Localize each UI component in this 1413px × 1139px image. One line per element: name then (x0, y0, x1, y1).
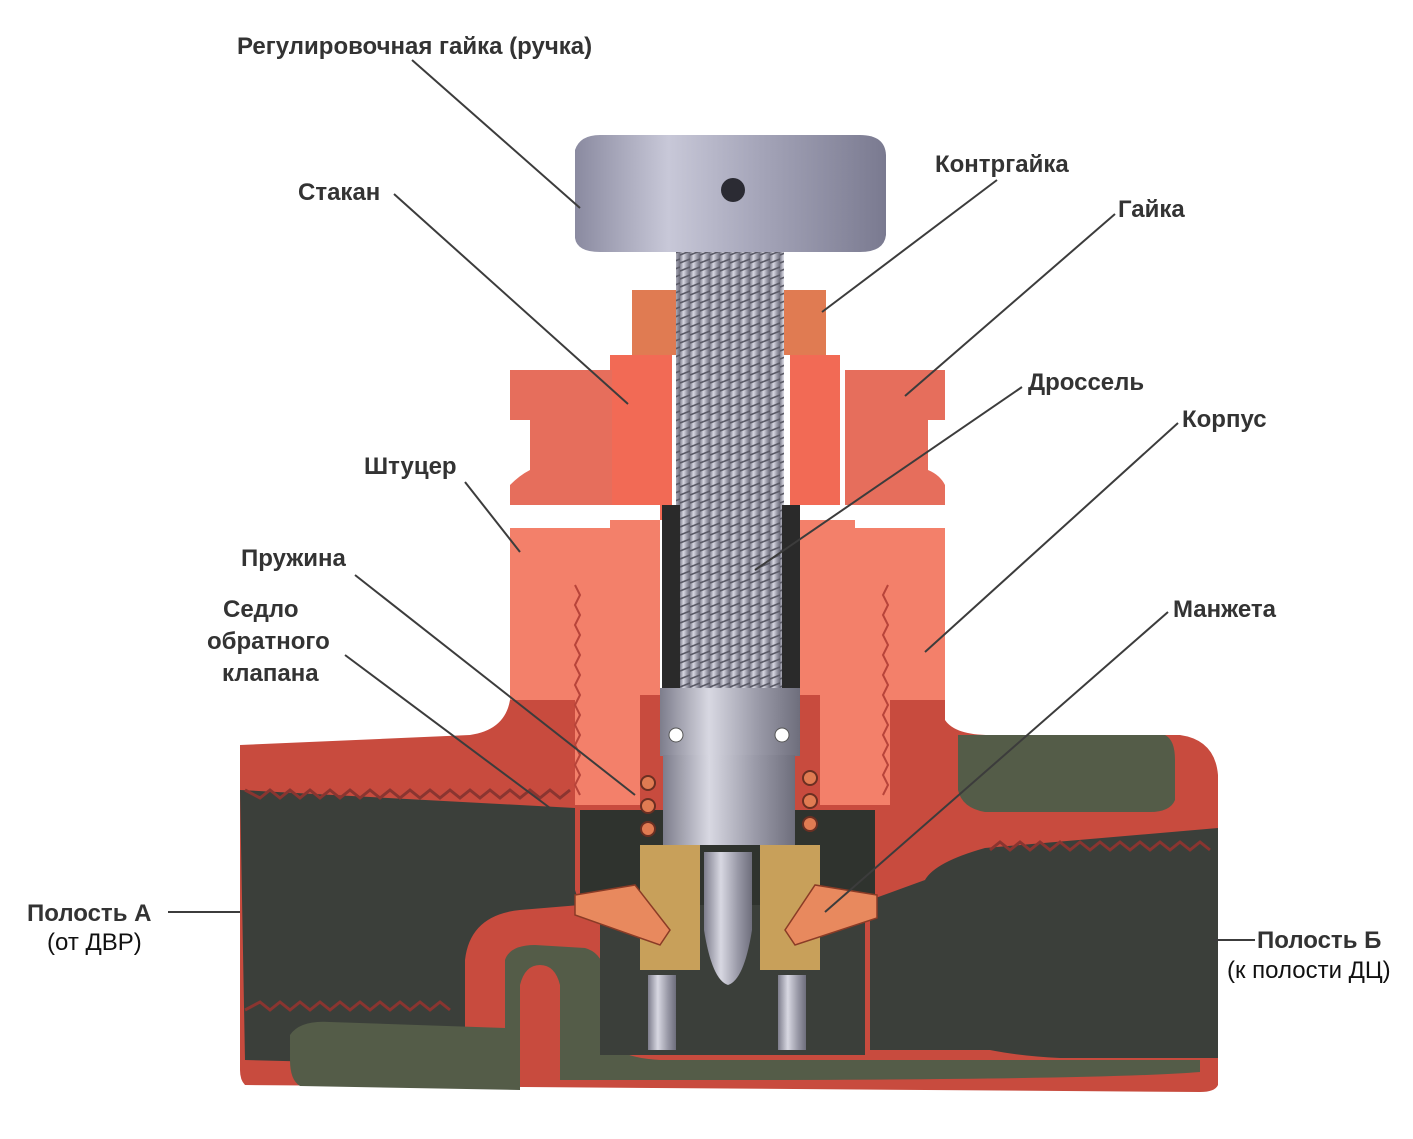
label-spring: Пружина (241, 545, 347, 572)
needle-tip (704, 852, 752, 985)
adjusting-knob (575, 135, 886, 252)
label-cuff: Манжета (1173, 596, 1277, 623)
label-fitting: Штуцер (364, 453, 457, 480)
leader-lines (168, 59, 1255, 941)
nut-part (510, 370, 945, 505)
label-throttle: Дроссель (1028, 369, 1144, 396)
label-cavity-b-line2: (к полости ДЦ) (1227, 957, 1391, 984)
label-body: Корпус (1182, 406, 1267, 433)
label-cavity-a-line1: Полость А (27, 900, 151, 927)
labels: Регулировочная гайка (ручка) Стакан Конт… (27, 33, 1391, 984)
label-seat-line1: Седло (223, 596, 299, 623)
label-cavity-a-line2: (от ДВР) (47, 929, 142, 956)
spring-part (640, 770, 818, 837)
label-seat-line2: обратного (207, 628, 330, 655)
throttle-screw (660, 252, 800, 845)
label-locknut: Контргайка (935, 151, 1069, 178)
locknut-part (632, 290, 826, 355)
label-cavity-b-line1: Полость Б (1257, 927, 1381, 954)
label-nut: Гайка (1118, 196, 1185, 223)
fitting-part (510, 520, 945, 805)
label-glass: Стакан (298, 179, 380, 206)
label-seat-line3: клапана (222, 660, 319, 687)
cuff-part (574, 884, 878, 946)
label-adjust-nut: Регулировочная гайка (ручка) (237, 33, 592, 60)
glass-part (610, 355, 840, 520)
